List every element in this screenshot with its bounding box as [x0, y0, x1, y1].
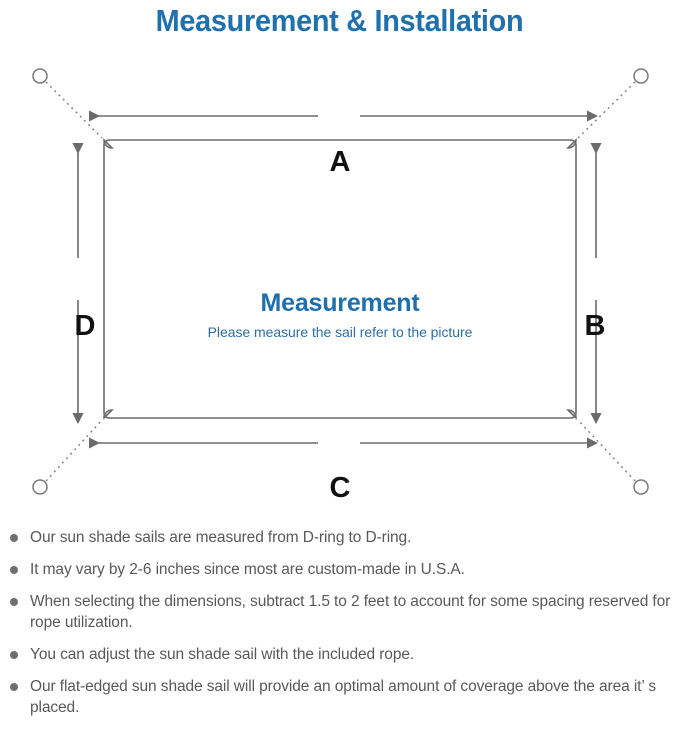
anchor-ring-icon-top-left	[32, 68, 48, 84]
bullet-icon	[10, 683, 18, 691]
bullet-icon	[10, 651, 18, 659]
bullet-icon	[10, 566, 18, 574]
diagram-canvas	[32, 68, 649, 495]
rope-top-left	[45, 81, 103, 139]
list-item: You can adjust the sun shade sail with t…	[0, 644, 679, 665]
bullet-icon	[10, 598, 18, 606]
list-item-text: It may vary by 2-6 inches since most are…	[30, 561, 465, 578]
anchor-ring-icon-bottom-left	[32, 479, 48, 495]
page-title: Measurement & Installation	[155, 3, 524, 38]
anchor-ring-icon-bottom-right	[633, 479, 649, 495]
sail-rectangle	[103, 139, 577, 419]
list-item: Our sun shade sails are measured from D-…	[0, 527, 679, 548]
dimension-label-d: D	[74, 310, 96, 342]
sail-measurement-diagram: A B C D Measurement Please measure the s…	[0, 50, 679, 520]
notes-list: Our sun shade sails are measured from D-…	[0, 527, 679, 718]
diagram-center-title: Measurement	[260, 289, 420, 317]
d-ring-icon-bottom-left	[103, 409, 114, 420]
rope-bottom-left	[45, 419, 103, 482]
list-item: Our flat-edged sun shade sail will provi…	[0, 676, 679, 718]
anchor-ring-icon-top-right	[633, 68, 649, 84]
list-item: It may vary by 2-6 inches since most are…	[0, 559, 679, 580]
rope-top-right	[577, 81, 636, 139]
list-item-text: When selecting the dimensions, subtract …	[30, 593, 671, 631]
bullet-icon	[10, 534, 18, 542]
list-item-text: Our flat-edged sun shade sail will provi…	[30, 678, 656, 716]
d-ring-icon-bottom-right	[566, 409, 577, 420]
d-ring-icon-top-left	[103, 138, 114, 149]
dimension-label-c: C	[329, 472, 351, 504]
list-item-text: You can adjust the sun shade sail with t…	[30, 646, 415, 663]
dimension-label-b: B	[584, 310, 606, 342]
d-ring-icon-top-right	[566, 138, 577, 149]
list-item: When selecting the dimensions, subtract …	[0, 591, 679, 633]
diagram-center-subtitle: Please measure the sail refer to the pic…	[207, 323, 473, 340]
rope-bottom-right	[577, 419, 636, 482]
dimension-label-a: A	[329, 146, 351, 178]
list-item-text: Our sun shade sails are measured from D-…	[30, 529, 412, 546]
diagram-center-caption: Measurement Please measure the sail refe…	[110, 289, 570, 340]
